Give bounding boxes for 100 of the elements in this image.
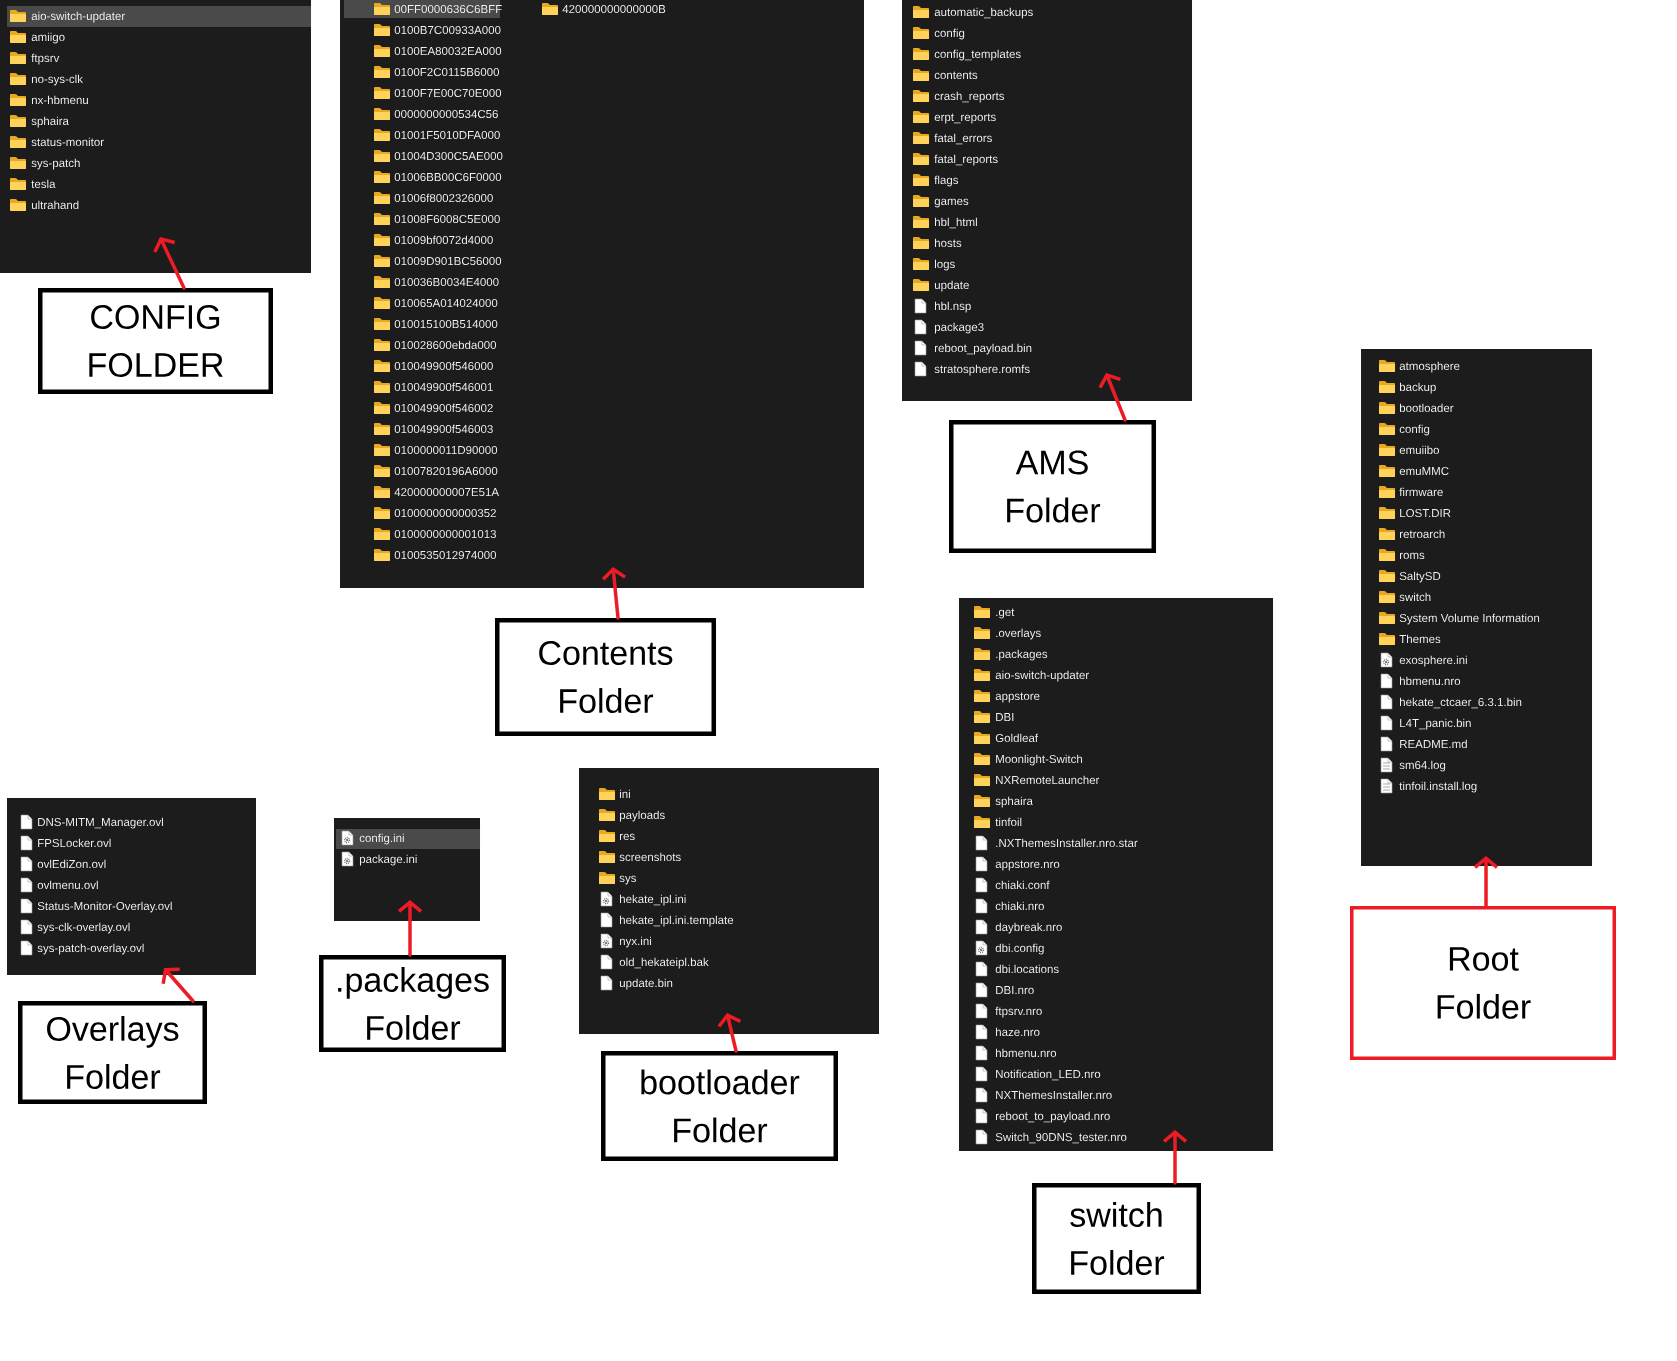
file-name: chiaki.conf xyxy=(995,880,1050,890)
file-name: daybreak.nro xyxy=(995,922,1062,934)
folder-name: 420000000000000B xyxy=(562,5,666,14)
arrow xyxy=(1473,856,1499,908)
file-name: old_hekateipl.bak xyxy=(619,957,709,969)
file-name: appstore.nro xyxy=(995,860,1060,871)
folder-name: status-monitor xyxy=(31,137,104,147)
file-name: dbi.config xyxy=(995,943,1044,955)
folder-name: retroarch xyxy=(1400,529,1445,539)
folder-name: Moonlight-Switch xyxy=(996,754,1082,766)
file-name: NXThemesInstaller.nro xyxy=(996,1090,1112,1100)
folder-name: fatal_errors xyxy=(934,133,992,145)
selected-row: aio-switch-updater xyxy=(7,6,311,27)
folder-name: 01004D300C5AE000 xyxy=(394,152,503,161)
arrow xyxy=(161,967,195,1003)
file-name: hekate_ctcaer_6.3.1.bin xyxy=(1400,697,1522,709)
folder-name: 420000000007E51A xyxy=(394,488,500,497)
file-name: hbmenu.nro xyxy=(996,1048,1057,1058)
folder-name: hosts xyxy=(935,238,962,248)
folder-name: 0100000011D90000 xyxy=(394,446,498,455)
folder-name: 01009D901BC56000 xyxy=(394,257,502,266)
folder-name: firmware xyxy=(1399,487,1443,497)
folder-name: .packages xyxy=(996,649,1048,661)
folder-name: System Volume Information xyxy=(1399,613,1540,625)
folder-name: logs xyxy=(935,259,955,271)
folder-name: automatic_backups xyxy=(934,7,1033,19)
file-name: hekate_ipl.ini.template xyxy=(620,915,734,927)
file-name: L4T_panic.bin xyxy=(1400,718,1471,730)
file-name: hbl.nsp xyxy=(935,301,971,313)
arrow xyxy=(397,900,423,957)
folder-name: 01001F5010DFA000 xyxy=(394,131,500,140)
file-name: hbmenu.nro xyxy=(1400,676,1461,686)
file-name: hekate_ipl.ini xyxy=(620,894,686,906)
file-name: DBI.nro xyxy=(996,986,1034,995)
file-name: haze.nro xyxy=(996,1027,1040,1037)
arrow xyxy=(1098,373,1127,422)
selected-row: 00FF0000636C6BFF xyxy=(344,0,502,18)
folder-name: emuMMC xyxy=(1399,467,1449,476)
file-name: Notification_LED.nro xyxy=(996,1069,1101,1081)
folder-name: switch xyxy=(1399,592,1431,602)
folder-name: no-sys-clk xyxy=(31,74,83,86)
folder-name: bootloader xyxy=(1399,403,1454,413)
file-name: sys-clk-overlay.ovl xyxy=(37,922,130,934)
folder-name: 0100F7E00C70E000 xyxy=(394,89,502,98)
selected-row: config.ini xyxy=(336,829,480,849)
file-name: ovlmenu.ovl xyxy=(37,880,98,890)
folder-name: DBI xyxy=(996,713,1014,721)
file-name: .NXThemesInstaller.nro.star xyxy=(996,838,1138,848)
folder-name: appstore xyxy=(995,692,1040,703)
folder-name: 0100F2C0115B6000 xyxy=(394,68,500,77)
folder-name: config xyxy=(1399,424,1430,436)
file-name: sys-patch-overlay.ovl xyxy=(37,943,144,955)
folder-name: backup xyxy=(1399,382,1436,394)
file-name: chiaki.nro xyxy=(995,901,1044,911)
arrow xyxy=(153,237,186,290)
folder-name: crash_reports xyxy=(934,91,1005,103)
file-name: FPSLocker.ovl xyxy=(38,838,111,848)
folder-name: sys-patch xyxy=(31,158,80,170)
folder-name: ultrahand xyxy=(31,200,79,210)
folder-name: sphaira xyxy=(31,116,69,128)
arrow xyxy=(601,567,627,620)
folder-name: nx-hbmenu xyxy=(31,95,88,105)
folder-name: 01009bf0072d4000 xyxy=(394,235,493,245)
folder-name: LOST.DIR xyxy=(1400,509,1451,518)
folder-name: aio-switch-updater xyxy=(995,670,1089,682)
folder-name: roms xyxy=(1400,552,1425,560)
file-name: package3 xyxy=(934,322,984,334)
label-box: AMS Folder xyxy=(949,420,1156,553)
arrow xyxy=(1162,1130,1188,1185)
folder-name: atmosphere xyxy=(1399,361,1460,373)
file-name: update.bin xyxy=(619,978,673,990)
folder-name: .get xyxy=(996,608,1015,619)
file-name: Switch_90DNS_tester.nro xyxy=(995,1132,1127,1144)
folder-name: 0100000000001013 xyxy=(394,530,496,539)
folder-name: config xyxy=(934,28,965,40)
folder-name: amiigo xyxy=(31,32,65,44)
file-name: nyx.ini xyxy=(620,936,651,948)
folder-name: Goldleaf xyxy=(995,733,1039,743)
arrow xyxy=(717,1013,742,1053)
folder-name: .overlays xyxy=(996,628,1041,640)
folder-name: flags xyxy=(934,175,959,187)
folder-name: 01008F6008C5E000 xyxy=(394,215,500,224)
folder-name: 010049900f546002 xyxy=(394,403,493,413)
file-name: DNS-MITM_Manager.ovl xyxy=(38,817,163,829)
folder-name: 010036B0034E4000 xyxy=(394,278,499,287)
folder-name: 010049900f546001 xyxy=(394,382,493,392)
label-box: Contents Folder xyxy=(495,618,716,736)
label-box: .packages Folder xyxy=(319,955,506,1052)
file-name: ftpsrv.nro xyxy=(995,1006,1042,1018)
file-name: reboot_to_payload.nro xyxy=(996,1111,1110,1123)
folder-name: 010049900f546003 xyxy=(394,424,493,434)
folder-name: fatal_reports xyxy=(934,154,998,166)
folder-name: NXRemoteLauncher xyxy=(996,775,1100,785)
folder-name: emuiibo xyxy=(1399,445,1439,455)
folder-name: res xyxy=(620,833,635,841)
folder-name: SaltySD xyxy=(1399,571,1441,583)
folder-name: contents xyxy=(934,71,978,80)
label-box: switch Folder xyxy=(1032,1183,1201,1294)
folder-name: screenshots xyxy=(619,852,681,862)
file-name: ovlEdiZon.ovl xyxy=(37,859,106,869)
